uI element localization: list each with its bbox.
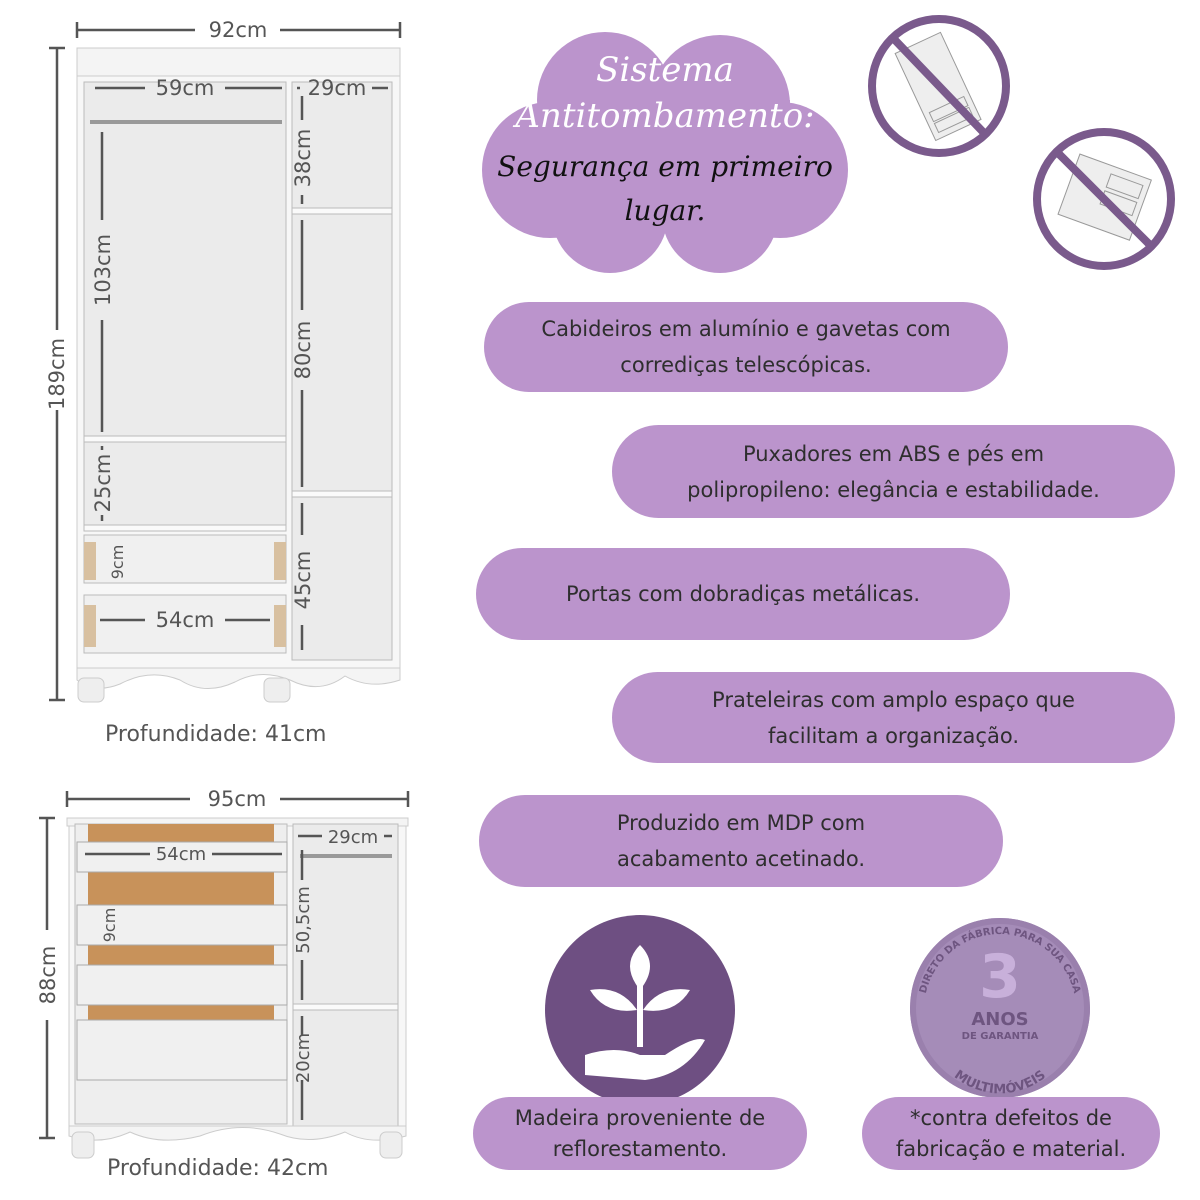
- cloud-title-2: Antitombamento:: [515, 96, 815, 136]
- feature-handles: Puxadores em ABS e pés em polipropileno: …: [612, 425, 1175, 518]
- warranty-seal: DIRETO DA FÁBRICA PARA SUA CASA MULTIMÓV…: [910, 918, 1090, 1098]
- feature-line: Puxadores em ABS e pés em: [742, 441, 1045, 466]
- shelf-height-label: 25cm: [91, 454, 115, 513]
- dresser-right-bottom-label: 20cm: [293, 1033, 314, 1083]
- right-bottom-label: 45cm: [291, 551, 315, 610]
- feature-line: facilitam a organização.: [767, 723, 1019, 748]
- cloud-shape: [482, 32, 848, 273]
- feature-line: reflorestamento.: [552, 1136, 728, 1161]
- left-width-label: 59cm: [156, 76, 215, 100]
- feature-wood: Madeira proveniente de reflorestamento.: [473, 1097, 807, 1170]
- wardrobe-diagram: 92cm 189cm 59cm 29cm 103cm 25cm 9cm 54cm…: [45, 18, 402, 703]
- drawer-height-label: 9cm: [108, 545, 127, 580]
- cloud-subtitle-2: lugar.: [624, 194, 706, 227]
- feature-line: fabricação e material.: [895, 1136, 1127, 1161]
- feature-line: Prateleiras com amplo espaço que: [712, 687, 1075, 712]
- drawer-2: [83, 594, 287, 654]
- plant-in-hand-icon: [545, 915, 735, 1105]
- no-tipping-wardrobe-icon: [868, 15, 1010, 157]
- dresser-drawer-width-label: 54cm: [156, 844, 206, 865]
- wardrobe-top: [76, 47, 401, 77]
- dresser-right-mid-label: 50,5cm: [293, 886, 314, 954]
- feature-line: corrediças telescópicas.: [620, 353, 872, 377]
- dresser-drawers: [76, 841, 288, 1081]
- seal-number: 3: [979, 942, 1021, 1012]
- right-mid-label: 80cm: [291, 321, 315, 380]
- feature-line: *contra defeitos de: [910, 1105, 1112, 1130]
- seal-arc-text: DIRETO DA FÁBRICA PARA SUA CASA MULTIMÓV…: [918, 926, 1082, 1098]
- feature-line: Cabideiros em alumínio e gavetas com: [541, 317, 951, 341]
- dresser-right-width-label: 29cm: [328, 827, 378, 848]
- right-top-label: 38cm: [291, 129, 315, 188]
- right-width-label: 29cm: [308, 76, 367, 100]
- warranty-note: *contra defeitos de fabricação e material…: [862, 1097, 1160, 1170]
- wardrobe-dimension-lines: [49, 22, 402, 702]
- drawer-1: [83, 534, 287, 584]
- dresser-drawer-height-label: 9cm: [100, 908, 119, 943]
- dresser-depth: Profundidade: 42cm: [107, 1156, 329, 1181]
- feature-line: Portas com dobradiças metálicas.: [565, 582, 921, 606]
- cloud-title-1: Sistema: [596, 50, 734, 90]
- feature-line: acabamento acetinado.: [617, 847, 865, 871]
- anti-tip-cloud: Sistema Antitombamento: Segurança em pri…: [480, 30, 850, 275]
- feature-line: Produzido em MDP com: [616, 811, 866, 835]
- wardrobe-depth: Profundidade: 41cm: [105, 722, 327, 747]
- wardrobe-width-label: 92cm: [209, 18, 268, 42]
- feature-shelves: Prateleiras com amplo espaço que facilita…: [612, 672, 1175, 763]
- cloud-subtitle-1: Segurança em primeiro: [497, 150, 833, 183]
- feature-hinges: Portas com dobradiças metálicas.: [476, 548, 1010, 640]
- feature-hangers: Cabideiros em alumínio e gavetas com corr…: [484, 302, 1008, 392]
- wardrobe-height-label: 189cm: [45, 338, 69, 410]
- dresser-width-label: 95cm: [208, 787, 267, 811]
- svg-text:MULTIMÓVEIS: MULTIMÓVEIS: [951, 1068, 1048, 1098]
- seal-garantia: DE GARANTIA: [961, 1031, 1039, 1042]
- drawer-width-label: 54cm: [156, 608, 215, 632]
- seal-brand: MULTIMÓVEIS: [951, 1068, 1048, 1098]
- dresser-height-label: 88cm: [36, 946, 60, 1005]
- hanger-height-label: 103cm: [91, 234, 115, 306]
- wardrobe-base: [76, 667, 401, 689]
- seal-anos: ANOS: [971, 1009, 1029, 1030]
- feature-line: polipropileno: elegância e estabilidade.: [687, 477, 1100, 502]
- no-tipping-dresser-icon: [1033, 128, 1175, 270]
- dresser-diagram: 95cm 88cm 54cm 29cm 9cm 50,5cm 20cm: [36, 787, 410, 1159]
- feature-line: Madeira proveniente de: [514, 1105, 766, 1130]
- feature-mdp: Produzido em MDP com acabamento acetinado…: [479, 795, 1003, 887]
